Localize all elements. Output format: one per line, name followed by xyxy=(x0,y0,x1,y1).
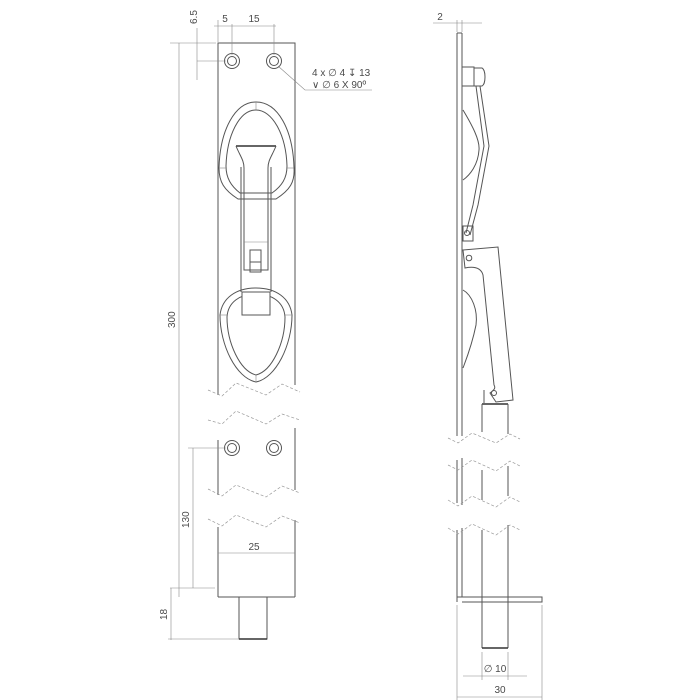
dim-300: 300 xyxy=(167,311,178,328)
top-pivot xyxy=(461,66,486,87)
front-break-lines xyxy=(207,382,301,528)
link-arm xyxy=(462,246,514,403)
side-bolt xyxy=(481,390,509,649)
hole-callout-line1: 4 x ∅ 4 ↧ 13 xyxy=(312,68,371,79)
upper-holes xyxy=(224,53,282,69)
front-plate-outline xyxy=(217,42,296,598)
dim-30: 30 xyxy=(494,685,506,696)
side-break-lines xyxy=(447,432,521,536)
hole-callout-line2: ∨ ∅ 6 X 90º xyxy=(312,80,366,91)
side-dimensions xyxy=(433,20,543,700)
dim-15: 15 xyxy=(248,14,260,25)
side-plate xyxy=(456,32,463,597)
front-view: 6.5 5 15 4 x ∅ 4 ↧ 13 ∨ ∅ 6 X 90º 300 13… xyxy=(159,10,372,640)
dim-6-5: 6.5 xyxy=(189,10,200,24)
side-view: 2 ∅ 10 30 xyxy=(433,12,543,700)
front-bolt xyxy=(238,597,268,640)
lower-pivot xyxy=(462,225,474,242)
lower-lever-recess xyxy=(219,287,293,383)
spring-lever xyxy=(462,85,490,236)
front-dimension-labels: 6.5 5 15 4 x ∅ 4 ↧ 13 ∨ ∅ 6 X 90º 300 13… xyxy=(159,10,371,620)
dim-18: 18 xyxy=(159,608,170,620)
side-dimension-labels: 2 ∅ 10 30 xyxy=(437,12,507,696)
dim-25: 25 xyxy=(248,542,260,553)
dim-diameter-10: ∅ 10 xyxy=(484,664,507,675)
dim-2: 2 xyxy=(437,12,443,23)
dim-130: 130 xyxy=(181,511,192,528)
strike-bracket xyxy=(456,596,543,603)
dim-5: 5 xyxy=(222,14,228,25)
lever xyxy=(235,145,277,292)
front-dimensions xyxy=(168,20,372,640)
lower-holes xyxy=(224,440,282,456)
upper-lever-recess xyxy=(218,101,295,200)
